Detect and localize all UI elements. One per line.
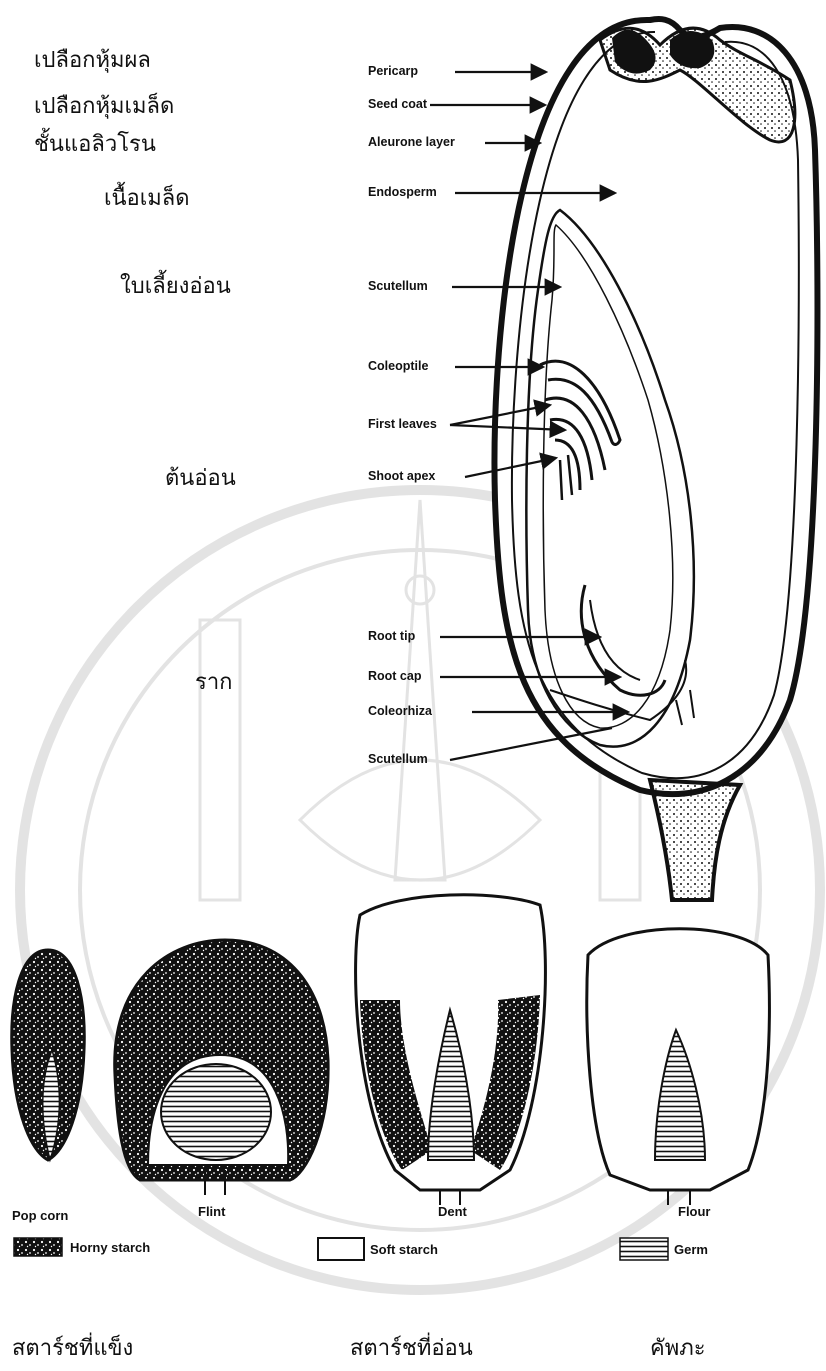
label-coleorhiza: Coleorhiza: [368, 704, 432, 718]
thai-label-root: ราก: [195, 664, 233, 699]
thai-label-shoot: ต้นอ่อน: [165, 460, 236, 495]
caption-dent: Dent: [438, 1204, 467, 1219]
legend-soft-swatch: [318, 1238, 364, 1260]
seed-section: [494, 19, 817, 900]
label-pericarp: Pericarp: [368, 64, 418, 78]
label-scutellum-bottom: Scutellum: [368, 752, 428, 766]
label-shoot-apex: Shoot apex: [368, 469, 435, 483]
thai-label-endosperm: เนื้อเมล็ด: [104, 180, 190, 215]
thai-label-scutellum: ใบเลี้ยงอ่อน: [120, 268, 231, 303]
thai-label-aleurone: ชั้นแอลิวโรน: [34, 126, 156, 161]
caption-flint: Flint: [198, 1204, 225, 1219]
label-root-tip: Root tip: [368, 629, 415, 643]
kernel-flint: [115, 940, 328, 1195]
thai-legend-soft: สตาร์ชที่อ่อน: [350, 1330, 473, 1365]
label-seed-coat: Seed coat: [368, 97, 427, 111]
label-coleoptile: Coleoptile: [368, 359, 428, 373]
label-scutellum-top: Scutellum: [368, 279, 428, 293]
thai-label-pericarp: เปลือกหุ้มผล: [34, 42, 151, 77]
thai-legend-germ: คัพภะ: [650, 1330, 706, 1365]
legend-germ-swatch: [620, 1238, 668, 1260]
kernel-dent: [356, 895, 546, 1205]
legend-germ: Germ: [674, 1242, 708, 1257]
label-endosperm: Endosperm: [368, 185, 437, 199]
caption-pop-corn: Pop corn: [12, 1208, 68, 1223]
legend-horny-starch: Horny starch: [70, 1240, 150, 1255]
label-first-leaves: First leaves: [368, 417, 437, 431]
thai-legend-horny: สตาร์ชที่แข็ง: [12, 1330, 133, 1365]
label-aleurone: Aleurone layer: [368, 135, 455, 149]
caption-flour: Flour: [678, 1204, 711, 1219]
kernel-pop-corn: [12, 950, 84, 1160]
label-root-cap: Root cap: [368, 669, 421, 683]
legend-horny-swatch: [14, 1238, 62, 1256]
legend-soft-starch: Soft starch: [370, 1242, 438, 1257]
thai-label-seed-coat: เปลือกหุ้มเมล็ด: [34, 88, 174, 123]
kernel-flour: [587, 929, 770, 1205]
